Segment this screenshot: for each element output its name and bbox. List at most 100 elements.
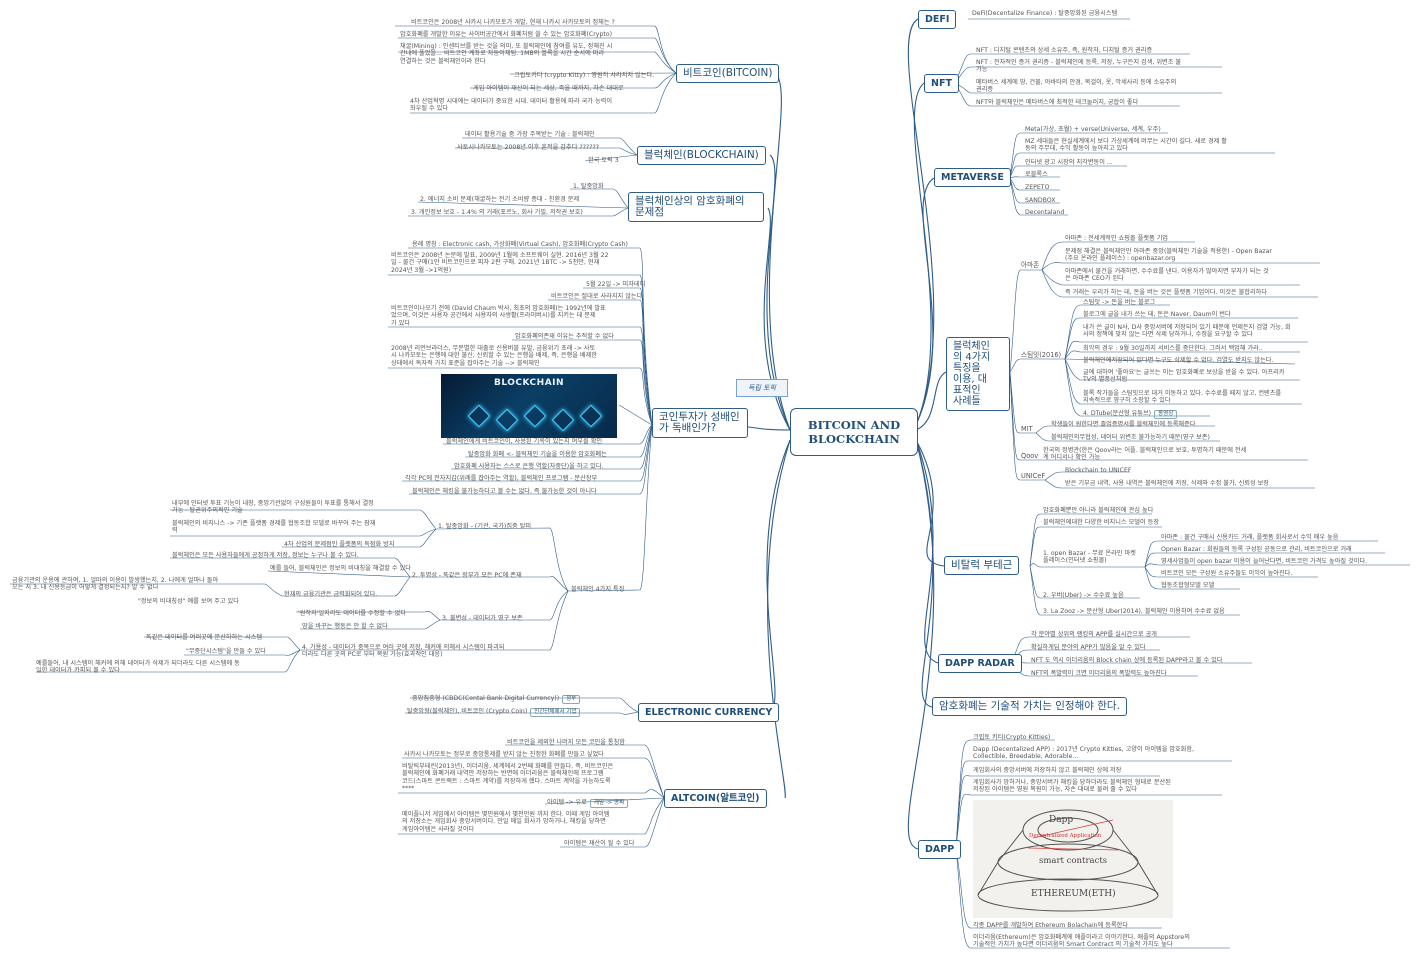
blockchain-image-title: BLOCKCHAIN — [493, 378, 565, 388]
note: '원작자'일지라도 데이터를 수정할 수 없다 — [298, 610, 407, 617]
note: NFT의 폭발력이 크면 이더리움의 폭발력도 높아진다 — [1031, 670, 1167, 677]
note: 4. DTube(분산형 유튜브)동영상 — [1083, 410, 1178, 420]
note: 인터넷 광고 시장의 지각변동이 ... — [1025, 159, 1113, 166]
branch-metaverse[interactable]: METAVERSE — [934, 168, 1011, 187]
branch-defi[interactable]: DEFI — [918, 10, 957, 29]
note: 4차 산업혁명 시대에는 데이터가 중요한 시대. 데이터 활용에 따라 국가 … — [410, 98, 613, 113]
note: 각각 PC에 전자지갑(위례를 잡아주는 역할), 블럭체인 프로그램 - 분산… — [405, 475, 598, 482]
note: 2. 에너지 소비 문제(채굴하는 전기 소비량 증대 - 친환경 문제 — [420, 196, 580, 203]
central-topic[interactable]: BITCOIN AND BLOCKCHAIN — [790, 408, 918, 456]
note: 즉 거래는 우리가 하는 데, 돈을 버는 것은 플랫폼 기업이다. 이것은 불… — [1065, 289, 1268, 296]
note: 확실하게딥 분야의 APP가 많음을 알 수 있다 — [1031, 644, 1146, 651]
note: 현재의 금융기관은 금력화되어 있다. — [284, 591, 378, 598]
note: 예를 들어, 블럭체인은 정보의 비대칭을 해결할 수 있다 — [270, 565, 411, 572]
note: NFT 도 역시 이더리움의 Block chain 상에 등록된 DAPP라고… — [1031, 657, 1223, 664]
branch-dapp-radar[interactable]: DAPP RADAR — [938, 654, 1022, 673]
branch-crypto-value[interactable]: 암호화폐는 기술적 가치는 인정해야 한다. — [932, 697, 1127, 716]
note: 암호화폐의존재 이유는 추적할 수 없다 — [515, 333, 614, 340]
sketch-label-dapp: Dapp — [1049, 815, 1074, 825]
note: 3. 불변성 - 데이터가 영구 보존 — [442, 615, 523, 622]
note: 영세사업들이 open bazar 이용이 늘어난다면, 비트코인 가격도 높아… — [1161, 558, 1368, 565]
note: 똑같은 데이터를 여러곳에 분산하하는 시스템 — [146, 634, 263, 641]
note: 2. 우버(Uber) -> 수수료 높음 — [1043, 592, 1124, 599]
sub-steemit[interactable]: 스팀잇(2016) — [1021, 351, 1062, 359]
note: 블럭체인에저장되어 있다면 누구도 삭제할 수 없다. 검열도 받지도 않는다. — [1083, 357, 1274, 364]
sub-qoov[interactable]: Qoov — [1021, 452, 1039, 460]
note: 내부에 인터넷 투표 기능이 내장, 중앙기관없이 구성원들이 투표를 통해서 … — [172, 500, 374, 515]
sub-mit[interactable]: MIT — [1021, 425, 1033, 433]
branch-vitalik[interactable]: 비탈럭 부테근 — [944, 556, 1020, 575]
note: 1. 탈중앙화 - (기관, 국가)집중 탈피 — [438, 523, 532, 530]
note-text: 중앙집중형 (CBDC(Cental Bank Digital Currency… — [412, 695, 560, 702]
note: 비트코인이나오기 전에 (David Chaum 박사, 최초의 암호화폐)는 … — [391, 305, 606, 327]
note: 이더리움(Ethereum)은 암호화폐계에 애플이라고 이야기한다. 애플의 … — [973, 934, 1190, 949]
note: 크립토 키티(Crypto Kitties) — [973, 734, 1051, 741]
note: 비트코인은 절대로 사라지지 않는다 — [551, 293, 643, 300]
note: 블럭체인의무협성, 데이터 위변조 불가능하기 때문(영구 보존) — [1051, 434, 1210, 441]
cube-icon — [467, 404, 491, 428]
branch-blockchain-cases[interactable]: 블럭체인 의 4가지 특징을 이용, 대 표적인 사례들 — [946, 337, 1010, 411]
note: 크립토키티 (crypto Kitty) : 영원히 사라지지 않는다. — [514, 72, 655, 79]
note: 비탈릭부테린(2013년), 이더리움, 세계에서 2번째 화폐를 만들다. 즉… — [402, 763, 614, 793]
note: 중앙집중형 (CBDC(Cental Bank Digital Currency… — [412, 695, 581, 705]
note: 데이터 활용기술 중 가장 주목받는 기술 : 블럭체인 — [465, 131, 595, 138]
note: SANDBOX — [1025, 197, 1056, 204]
cube-icon — [495, 408, 519, 432]
note: 문제점 해결은 블럭체인만 아마존 중앙(블럭체인 기술을 적용한) - Ope… — [1065, 248, 1272, 263]
note-text: 탈중앙형(블럭체인), 비트코인 (Crypto Coin) — [407, 708, 528, 715]
cube-icon — [523, 404, 547, 428]
branch-problems[interactable]: 블럭체인상의 암호화폐의 문제점 — [628, 192, 764, 222]
note: 학생들이 원한다면 졸업증명서를 블럭체인에 등록해준다 — [1051, 421, 1196, 428]
note: 2008년 리먼브라더스, 무분별한 대출로 신용버블 유발, 금융위기 초래 … — [391, 345, 597, 367]
note: Dapp (Decentalized APP) : 2017년 Crypto K… — [973, 746, 1195, 761]
branch-electronic-currency[interactable]: ELECTRONIC CURRENCY — [638, 703, 780, 722]
note: 협동조합형모델 모델 — [1161, 582, 1215, 589]
branch-coin-investment[interactable]: 코인투자가 성배인 가 독배인가? — [652, 408, 748, 438]
tag-government: 정부 — [562, 695, 581, 705]
note: 아마존에서 물건을 거래하면, 수수료를 낸다. 이용자가 많아지면 부자가 되… — [1065, 268, 1269, 283]
note: 각종 DAPP를 개발하여 Ethereum Bolachain에 등록한다 — [973, 922, 1129, 929]
note: 2. 투명성 - 똑같은 장부가 모든 PC에 존재 — [412, 572, 522, 579]
floating-topic[interactable]: 독립 토픽 — [736, 379, 788, 397]
note: 각 분야별 상위의 랭킹의 APP를 실시간으로 공개 — [1031, 631, 1157, 638]
note: Blockchain to UNICEF — [1065, 467, 1132, 474]
note: 게임회사가 망하거나, 중앙서버가 해킹을 당하더라도 블럭체인 형태로 분산된… — [973, 779, 1171, 794]
note: 3. 개인정보 보호 - 1.4% 의 거래(포르노, 회사 기밀, 저작권 보… — [411, 209, 583, 216]
note-text: 아이템 -> 유료 — [547, 799, 587, 806]
note: 게임회사의 중앙서버에 저장하지 않고 블럭체인 상에 저장 — [973, 767, 1122, 774]
note: 메타버스 세계에 땅, 건물, 아바타의 안경, 목걸이, 옷, 악세사리 등에… — [976, 79, 1177, 94]
note: 블럭체인은 모든 사용자들에게 공정하게 저장, 정보는 누구나 볼 수 있다. — [172, 552, 359, 559]
sketch-label-smart: smart contracts — [1039, 856, 1108, 866]
note: NFT와 블럭체인은 메타버스에 최적한 테크놀러지, 궁합이 좋다 — [976, 99, 1139, 106]
note: Decentaland — [1025, 209, 1065, 216]
note: 아이템은 재산이 될 수 있다 — [564, 840, 635, 847]
note: 아마존 : 전세계적인 쇼핑몰 플랫폼 기업 — [1065, 235, 1168, 242]
note: 블럭체인에게 비트코인이, 사용된 기록이 있는지 여부를 확인 — [446, 438, 603, 445]
note: 게임 아이템이 재산이 되는 세상, 죽을 때까지, 자손 대대로 — [473, 85, 624, 92]
note: 글에 대하여 '좋아요'는 글쓰는 이는 암호화폐로 보상을 받을 수 있다. … — [1083, 369, 1285, 384]
sketch-drawing — [977, 809, 1159, 912]
note: 블로그에 글을 내가 쓰는 데, 돈은 Naver, Daum이 번다 — [1083, 311, 1231, 318]
sub-unicef[interactable]: UNICeF — [1021, 472, 1046, 480]
note: Meta(가상, 초월) + verse(Universe, 세계, 우주) — [1025, 126, 1161, 133]
note: 내가 쓴 글이 N사, D사 중앙서버에 저장되어 있기 때문에 언제든지 검열… — [1083, 324, 1291, 339]
branch-dapp[interactable]: DAPP — [918, 840, 962, 859]
note: 암호화폐 사용자는 스스로 은행 역할(자중단)을 하고 있다. — [454, 463, 604, 470]
note: 메이플니저 게임에서 아이템은 몇만원에서 몇천만원 까지 한다. 이때 게임 … — [402, 811, 610, 833]
blockchain-image: BLOCKCHAIN — [441, 374, 617, 438]
note: 로블록스 — [1025, 171, 1048, 178]
note: 채굴(Mining) : 인센티브를 받는 것을 의미, 또 블럭체인에 참여를… — [400, 43, 613, 65]
note: 비트코인은 2008년 사카시 나카모토가 개발, 현재 나카시 사카모토의 정… — [411, 19, 615, 26]
note: 1. open Bazar - 무료 온라인 마켓 플레이스(인터넷 쇼핑몰) — [1043, 550, 1136, 565]
sub-amazon[interactable]: 아마존 — [1021, 261, 1040, 269]
note: 암호화폐를 개발한 이유는 사이버공간에서 화폐처럼 쓸 수 있는 암호화폐(C… — [400, 31, 613, 38]
branch-nft[interactable]: NFT — [924, 74, 959, 93]
branch-altcoin[interactable]: ALTCOIN(알트코인) — [664, 789, 767, 808]
note: "무중단시스템"을 만들 수 있다 — [186, 648, 266, 655]
note: 4. 가용성 - 데이터가 중복으로 여러 곳에 저장, 해커에 의해서 시스템… — [302, 644, 505, 659]
note: 블럭체인에대한 다양한 비지니스 모델이 등장 — [1043, 519, 1160, 526]
branch-blockchain[interactable]: 블럭체인(BLOCKCHAIN) — [637, 146, 766, 165]
branch-bitcoin[interactable]: 비트코인(BITCOIN) — [676, 64, 780, 83]
note: "정보의 비대칭성" 예를 보여 주고 있다 — [138, 598, 239, 605]
